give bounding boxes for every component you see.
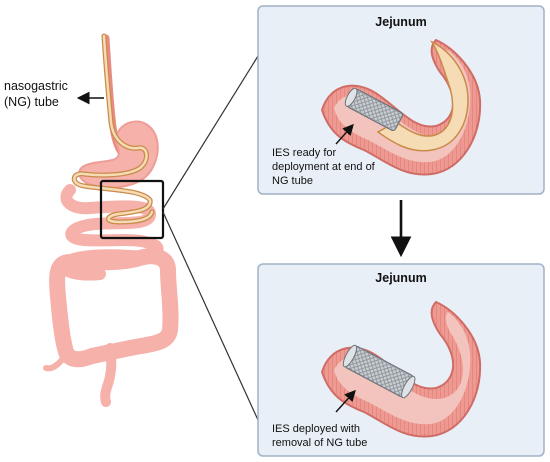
top-caption-line3: NG tube <box>272 175 313 187</box>
top-panel-title: Jejunum <box>375 15 426 29</box>
zoom-region-box <box>99 179 165 240</box>
top-panel-box <box>257 5 545 195</box>
ng-tube-label-line2: (NG) tube <box>4 95 59 109</box>
appendix <box>43 351 69 372</box>
top-caption-arrow <box>335 123 354 145</box>
top-caption-line1: IES ready for <box>272 147 337 159</box>
large-intestine <box>49 248 179 368</box>
top-ies-stent <box>344 87 404 132</box>
bottom-caption-arrow <box>335 389 356 413</box>
gi-tract-illustration <box>43 33 179 407</box>
bottom-caption-line1: IES deployed with <box>272 423 360 435</box>
top-ng-tube <box>376 40 469 152</box>
bottom-jejunum-lumen <box>334 312 471 425</box>
top-caption-line2: deployment at end of <box>272 161 376 173</box>
bottom-panel: Jejunum IES deployed with removal of NG … <box>257 263 545 457</box>
bottom-panel-box <box>257 263 545 457</box>
top-jejunum-lumen <box>334 50 471 163</box>
bottom-panel-title: Jejunum <box>375 271 426 285</box>
top-panel: Jejunum IES ready for deployment at end … <box>257 5 545 195</box>
zoom-connector-bottom <box>162 211 259 421</box>
bottom-caption-line2: removal of NG tube <box>272 437 367 449</box>
bottom-ies-stent <box>342 344 416 399</box>
zoom-connector-top <box>162 55 259 210</box>
rectum <box>100 343 117 407</box>
ng-tube-label-line1: nasogastric <box>4 79 68 93</box>
